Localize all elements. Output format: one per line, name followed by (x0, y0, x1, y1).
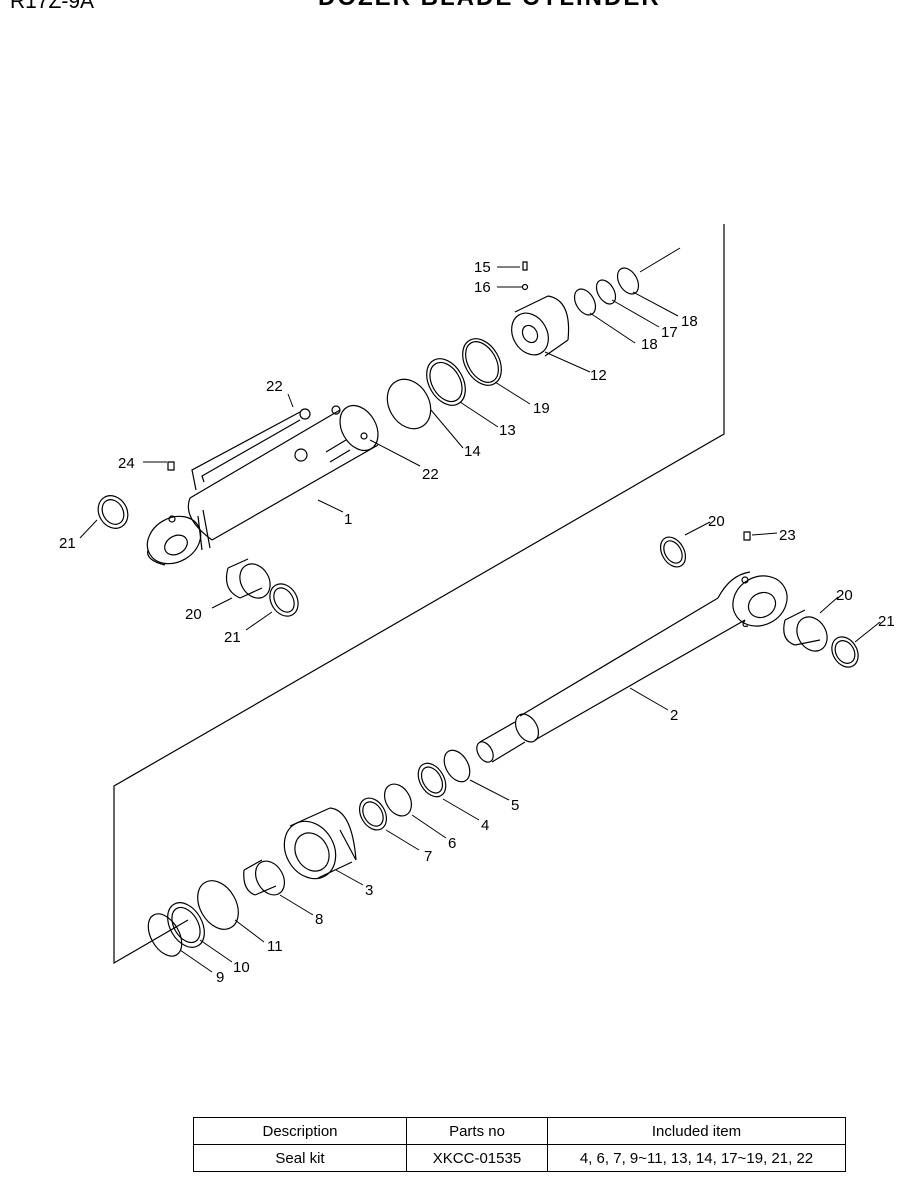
callout-20a: 20 (708, 513, 725, 530)
callout-18b: 18 (681, 313, 698, 330)
gland-part (283, 807, 357, 880)
callout-10: 10 (233, 959, 250, 976)
seal-rings (97, 267, 859, 957)
column-header: Included item (547, 1117, 846, 1145)
callout-21c: 21 (878, 613, 895, 630)
table-header-row: Description Parts no Included item (193, 1117, 846, 1145)
callout-22b: 22 (422, 466, 439, 483)
callout-6: 6 (448, 835, 456, 852)
callout-21b: 21 (224, 629, 241, 646)
callout-23: 23 (779, 527, 796, 544)
column-header: Parts no (406, 1117, 548, 1145)
callout-3: 3 (365, 882, 373, 899)
callout-7: 7 (424, 848, 432, 865)
piston-rod-part (476, 571, 788, 763)
callout-12: 12 (590, 367, 607, 384)
table-cell-parts-no: XKCC-01535 (406, 1144, 548, 1172)
callout-labels: 1 2 3 4 5 6 7 8 9 10 11 12 13 14 15 16 1… (59, 259, 895, 986)
piston-part (511, 295, 570, 357)
assembly-frame (113, 224, 725, 965)
callout-20c: 20 (836, 587, 853, 604)
callout-20b: 20 (185, 606, 202, 623)
leader-lines (79, 247, 881, 973)
callout-5: 5 (511, 797, 519, 814)
seal-kit-table: Description Parts no Included item Seal … (193, 1117, 846, 1172)
table-cell-included: 4, 6, 7, 9~11, 13, 14, 17~19, 21, 22 (547, 1144, 846, 1172)
callout-13: 13 (499, 422, 516, 439)
table-row: Seal kit XKCC-01535 4, 6, 7, 9~11, 13, 1… (193, 1144, 846, 1172)
set-screw-15-icon (522, 261, 528, 271)
callout-4: 4 (481, 817, 489, 834)
table-cell-description: Seal kit (193, 1144, 407, 1172)
callout-9: 9 (216, 969, 224, 986)
column-header: Description (193, 1117, 407, 1145)
steel-ball-16-icon (521, 283, 529, 291)
callout-21a: 21 (59, 535, 76, 552)
callout-24: 24 (118, 455, 135, 472)
callout-14: 14 (464, 443, 481, 460)
callout-8: 8 (315, 911, 323, 928)
page-title: DOZER BLADE CYLINDER (318, 0, 661, 12)
grease-nipple-23-icon (743, 531, 751, 541)
model-code: R17Z-9A (10, 0, 95, 13)
callout-16: 16 (474, 279, 491, 296)
callout-11: 11 (267, 938, 283, 955)
callout-2: 2 (670, 707, 678, 724)
cylinder-tube-part (146, 404, 379, 566)
bushings (225, 558, 828, 896)
callout-1: 1 (344, 511, 352, 528)
callout-22a: 22 (266, 378, 283, 395)
callout-15: 15 (474, 259, 491, 276)
callout-19: 19 (533, 400, 550, 417)
grease-nipple-24-icon (167, 461, 175, 471)
callout-17: 17 (661, 324, 678, 341)
callout-18a: 18 (641, 336, 658, 353)
